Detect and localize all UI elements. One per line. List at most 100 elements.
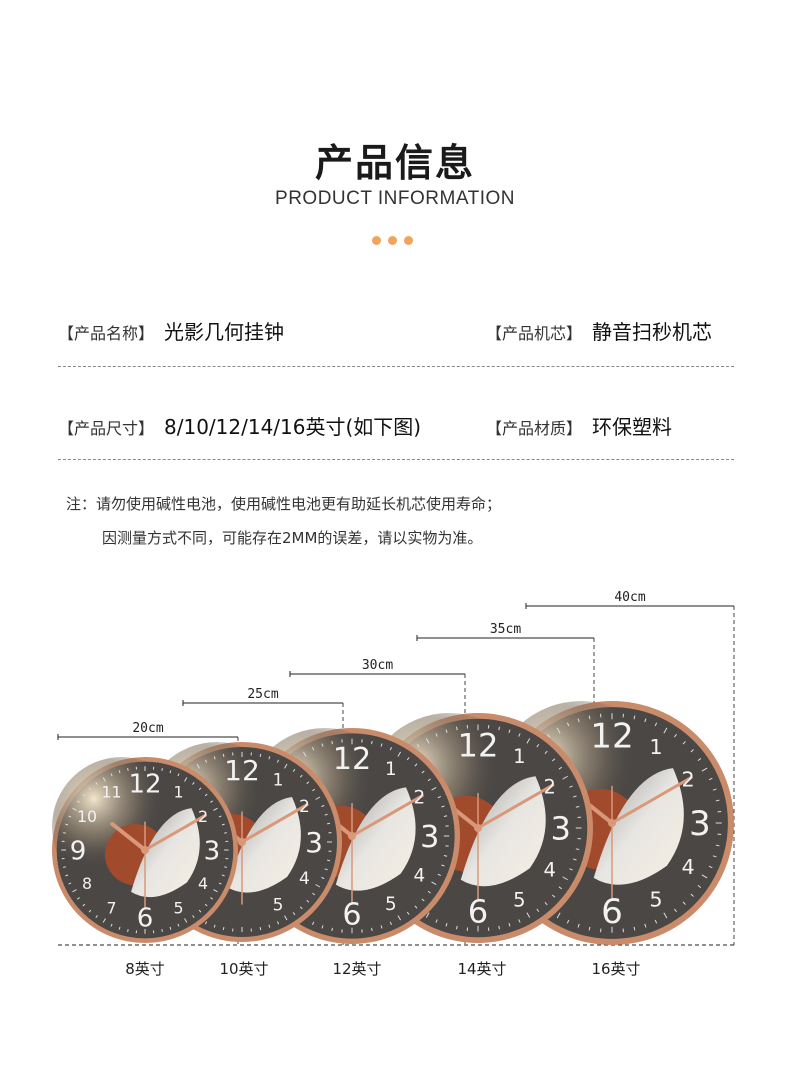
tick-mark: [715, 844, 720, 847]
tick-mark: [82, 903, 86, 907]
info-row: 【产品尺寸】 8/10/12/14/16英寸(如下图) 【产品材质】 环保塑料: [58, 411, 734, 441]
clock-hand: [476, 783, 555, 830]
info-name: 【产品名称】 光影几何挂钟: [58, 316, 284, 345]
tick-mark: [536, 743, 540, 748]
tick-mark: [213, 889, 218, 893]
clock-hand: [350, 794, 424, 838]
tick-mark: [299, 774, 303, 778]
tick-mark: [196, 763, 200, 769]
tick-mark: [204, 921, 208, 925]
tick-mark: [82, 793, 86, 797]
dial-numeral: 4: [543, 858, 555, 881]
tick-mark: [312, 892, 316, 896]
tick-mark: [321, 876, 325, 880]
tick-mark: [421, 898, 425, 902]
tick-mark: [210, 800, 214, 803]
dot-icon: [388, 236, 397, 245]
tick-mark: [588, 926, 591, 931]
tick-mark: [68, 815, 72, 818]
tick-mark: [118, 926, 121, 930]
tick-mark: [306, 899, 310, 903]
tick-mark: [690, 893, 694, 897]
info-row: 【产品名称】 光影几何挂钟 【产品机芯】 静音扫秒机芯: [58, 316, 734, 346]
tick-mark: [577, 718, 580, 723]
tick-mark: [268, 756, 271, 760]
tick-mark: [169, 770, 172, 774]
size-label: 10英寸: [219, 960, 268, 978]
tick-mark: [169, 926, 172, 930]
tick-mark: [566, 722, 570, 727]
tick-mark: [198, 909, 202, 913]
tick-mark: [65, 874, 69, 877]
dial-numeral: 2: [681, 767, 694, 791]
dot-icon: [372, 236, 381, 245]
tick-mark: [312, 921, 315, 925]
tick-mark: [222, 926, 225, 931]
tick-mark: [547, 733, 551, 738]
tick-mark: [222, 753, 225, 758]
tick-mark: [455, 925, 458, 930]
tick-mark: [268, 924, 271, 928]
tick-mark: [536, 908, 540, 913]
tick-mark: [569, 785, 573, 788]
tick-mark: [127, 768, 129, 771]
tick-mark: [284, 763, 288, 769]
tick-mark: [177, 773, 180, 777]
dial-numeral: 1: [273, 771, 284, 791]
size-label: 12英寸: [332, 960, 381, 978]
tick-mark: [221, 823, 225, 826]
tick-mark: [63, 832, 66, 834]
tick-mark: [371, 927, 373, 932]
info-label: 【产品材质】: [486, 419, 583, 438]
tick-mark: [701, 874, 708, 879]
tick-mark: [315, 796, 321, 800]
dimension-label: 30cm: [362, 658, 393, 673]
dial-numeral: 4: [198, 874, 208, 893]
size-label: 14英寸: [457, 960, 506, 978]
tick-mark: [526, 912, 531, 918]
tick-mark: [259, 753, 262, 758]
tick-mark: [218, 815, 222, 818]
tick-mark: [577, 923, 580, 928]
tick-mark: [72, 807, 77, 811]
tick-mark: [575, 848, 580, 851]
tick-mark: [213, 924, 216, 928]
tick-mark: [701, 767, 708, 772]
tick-mark: [326, 859, 331, 862]
tick-mark: [110, 773, 113, 777]
tick-mark: [508, 922, 511, 927]
dimension-label: 25cm: [247, 687, 278, 702]
tick-mark: [276, 759, 280, 763]
tick-mark: [76, 897, 80, 900]
tick-mark: [224, 832, 227, 834]
tick-mark: [397, 915, 402, 921]
tick-mark: [682, 741, 686, 745]
dial-numeral: 9: [70, 836, 87, 866]
tick-mark: [204, 759, 208, 763]
tick-mark: [682, 901, 686, 905]
dimension-label: 20cm: [132, 721, 163, 736]
tick-mark: [588, 715, 591, 720]
tick-mark: [306, 781, 310, 785]
tick-mark: [63, 866, 66, 868]
tick-mark: [435, 919, 438, 923]
tick-mark: [414, 905, 418, 909]
dial-numeral: 7: [106, 899, 116, 918]
tick-mark: [292, 768, 296, 772]
dial-numeral: 6: [137, 903, 154, 933]
clock-hand: [143, 813, 208, 852]
tick-mark: [654, 919, 658, 924]
tick-mark: [302, 751, 307, 757]
tick-mark: [406, 757, 410, 761]
tick-mark: [552, 758, 556, 762]
dial-numeral: 1: [173, 783, 183, 802]
tick-mark: [544, 902, 548, 906]
tick-mark: [441, 864, 445, 867]
tick-mark: [518, 733, 521, 737]
dial-numeral: 12: [224, 754, 260, 787]
info-material: 【产品材质】 环保塑料: [486, 411, 672, 440]
dial-numeral: 4: [413, 865, 425, 886]
dial-numeral: 2: [413, 788, 425, 809]
